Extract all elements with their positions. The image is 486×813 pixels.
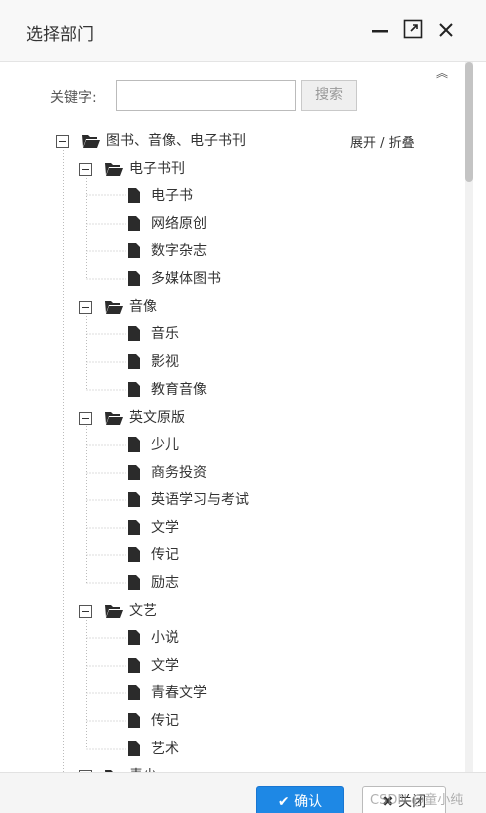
search-button[interactable]: 搜索 xyxy=(301,80,357,111)
tree-node-label: 青春文学 xyxy=(151,685,207,701)
tree-node-label: 影视 xyxy=(151,354,179,370)
file-icon xyxy=(128,658,140,673)
folder-open-icon xyxy=(105,163,123,176)
file-icon xyxy=(128,437,140,452)
file-icon xyxy=(128,547,140,562)
close-icon[interactable] xyxy=(434,19,458,43)
tree-node-label: 音乐 xyxy=(151,326,179,342)
tree-node-label: 电子书 xyxy=(151,188,193,204)
file-icon xyxy=(128,326,140,341)
keyword-input[interactable] xyxy=(116,80,296,111)
file-icon xyxy=(128,271,140,286)
keyword-label: 关键字: xyxy=(50,90,97,106)
maximize-icon[interactable] xyxy=(401,19,425,43)
tree-node-label: 商务投资 xyxy=(151,465,207,481)
close-label: 关闭 xyxy=(398,794,427,810)
tree-node-label: 网络原创 xyxy=(151,216,207,232)
scrollbar-thumb[interactable] xyxy=(465,62,473,182)
file-icon xyxy=(128,713,140,728)
close-button[interactable]: ✖ 关闭 xyxy=(362,786,446,813)
file-icon xyxy=(128,216,140,231)
tree-node-label: 艺术 xyxy=(151,741,179,757)
tree-node-label: 教育音像 xyxy=(151,382,207,398)
collapse-toggle-icon[interactable] xyxy=(79,163,92,176)
file-icon xyxy=(128,354,140,369)
file-icon xyxy=(128,492,140,507)
folder-open-icon xyxy=(105,605,123,618)
expand-collapse-link[interactable]: 展开 / 折叠 xyxy=(350,136,415,151)
folder-open-icon xyxy=(105,412,123,425)
collapse-toggle-icon[interactable] xyxy=(79,412,92,425)
file-icon xyxy=(128,630,140,645)
dialog-title: 选择部门 xyxy=(26,25,94,45)
tree-node-label: 音像 xyxy=(129,299,157,315)
file-icon xyxy=(128,243,140,258)
dialog-header: 选择部门 xyxy=(0,0,486,62)
tree-node-label: 传记 xyxy=(151,713,179,729)
dialog-content xyxy=(0,62,462,772)
tree-node-label: 少儿 xyxy=(151,437,179,453)
minimize-icon[interactable] xyxy=(368,19,392,43)
tree-node-label: 传记 xyxy=(151,547,179,563)
file-icon xyxy=(128,685,140,700)
folder-open-icon xyxy=(82,135,100,148)
tree-node-label: 图书、音像、电子书刊 xyxy=(106,133,246,149)
file-icon xyxy=(128,188,140,203)
close-x-icon: ✖ xyxy=(381,794,394,810)
tree-node-label: 励志 xyxy=(151,575,179,591)
tree-node-label: 文艺 xyxy=(129,603,157,619)
tree-node-label: 文学 xyxy=(151,658,179,674)
confirm-button[interactable]: ✔ 确认 xyxy=(256,786,344,813)
collapse-toggle-icon[interactable] xyxy=(79,301,92,314)
watermark: CSDN @童小纯 xyxy=(370,793,464,808)
tree-node-label: 多媒体图书 xyxy=(151,271,221,287)
tree-node-label: 数字杂志 xyxy=(151,243,207,259)
file-icon xyxy=(128,382,140,397)
tree-node-label: 小说 xyxy=(151,630,179,646)
collapse-toggle-icon[interactable] xyxy=(56,135,69,148)
tree-node-label: 英语学习与考试 xyxy=(151,492,249,508)
tree-node-label: 英文原版 xyxy=(129,410,185,426)
scrollbar-track[interactable] xyxy=(465,62,473,772)
tree-node-label: 电子书刊 xyxy=(129,161,185,177)
tree-node-label: 文学 xyxy=(151,520,179,536)
folder-open-icon xyxy=(105,301,123,314)
check-icon: ✔ xyxy=(277,794,290,810)
collapse-up-icon[interactable]: ︽ xyxy=(436,66,449,80)
file-icon xyxy=(128,520,140,535)
collapse-toggle-icon[interactable] xyxy=(79,605,92,618)
file-icon xyxy=(128,575,140,590)
confirm-label: 确认 xyxy=(294,794,323,810)
file-icon xyxy=(128,465,140,480)
file-icon xyxy=(128,741,140,756)
